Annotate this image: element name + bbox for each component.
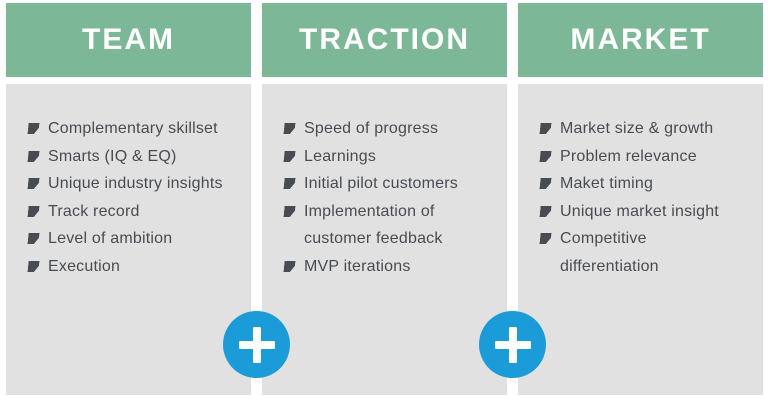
market-item-list: Market size & growth Problem relevance M… [540,115,753,280]
column-market-body: Market size & growth Problem relevance M… [518,84,763,395]
column-team: TEAM Complementary skillset Smarts (IQ &… [6,3,251,395]
column-traction-header: TRACTION [262,3,507,77]
column-market-title: MARKET [570,23,711,56]
list-item-text: Execution [48,257,121,275]
list-item: Unique market insight [540,198,753,226]
column-team-body: Complementary skillset Smarts (IQ & EQ) … [6,84,251,395]
flag-bullet-icon [283,206,295,217]
column-team-header: TEAM [6,3,251,77]
flag-bullet-icon [539,178,551,189]
plus-icon [223,311,290,378]
list-item-text: Speed of progress [304,120,439,137]
list-item: Problem relevance [540,143,753,171]
list-item-text: Implementation of customer feedback [304,202,443,248]
flag-bullet-icon [283,261,295,272]
column-traction-title: TRACTION [299,23,470,56]
flag-bullet-icon [539,233,551,244]
list-item: Market size & growth [540,115,753,143]
list-item-text: Competitive differentiation [560,230,659,275]
flag-bullet-icon [27,261,39,272]
list-item-text: Unique market insight [560,202,719,220]
flag-bullet-icon [27,206,39,217]
list-item: Implementation of customer feedback [284,198,497,253]
flag-bullet-icon [27,151,39,162]
list-item-text: MVP iterations [304,257,411,275]
list-item-text: Market size & growth [560,120,714,137]
list-item: Learnings [284,143,497,171]
column-market-header: MARKET [518,3,763,77]
list-item: Unique industry insights [28,170,241,198]
list-item-text: Complementary skillset [48,120,218,137]
list-item: Level of ambition [28,225,241,253]
list-item: Execution [28,253,241,281]
flag-bullet-icon [27,123,39,134]
list-item: Initial pilot customers [284,170,497,198]
list-item-text: Track record [48,202,140,220]
flag-bullet-icon [283,178,295,189]
list-item-text: Smarts (IQ & EQ) [48,147,177,165]
list-item-text: Unique industry insights [48,175,223,192]
list-item-text: Learnings [304,147,377,165]
flag-bullet-icon [27,233,39,244]
plus-icon-bar [252,326,261,363]
list-item: MVP iterations [284,253,497,281]
list-item: Track record [28,198,241,226]
list-item: Competitive differentiation [540,225,753,280]
flag-bullet-icon [283,123,295,134]
list-item: Complementary skillset [28,115,241,143]
flag-bullet-icon [27,178,39,189]
list-item-text: Level of ambition [48,230,173,247]
flag-bullet-icon [539,206,551,217]
column-market: MARKET Market size & growth Problem rele… [518,3,763,395]
column-traction: TRACTION Speed of progress Learnings Ini… [262,3,507,395]
plus-icon [479,311,546,378]
column-traction-body: Speed of progress Learnings Initial pilo… [262,84,507,395]
column-team-title: TEAM [82,23,175,56]
list-item: Smarts (IQ & EQ) [28,143,241,171]
traction-item-list: Speed of progress Learnings Initial pilo… [284,115,497,280]
list-item: Speed of progress [284,115,497,143]
list-item: Maket timing [540,170,753,198]
list-item-text: Initial pilot customers [304,175,458,192]
flag-bullet-icon [539,151,551,162]
flag-bullet-icon [283,151,295,162]
flag-bullet-icon [539,123,551,134]
list-item-text: Maket timing [560,175,654,192]
plus-icon-bar [508,326,517,363]
team-item-list: Complementary skillset Smarts (IQ & EQ) … [28,115,241,280]
list-item-text: Problem relevance [560,147,697,165]
